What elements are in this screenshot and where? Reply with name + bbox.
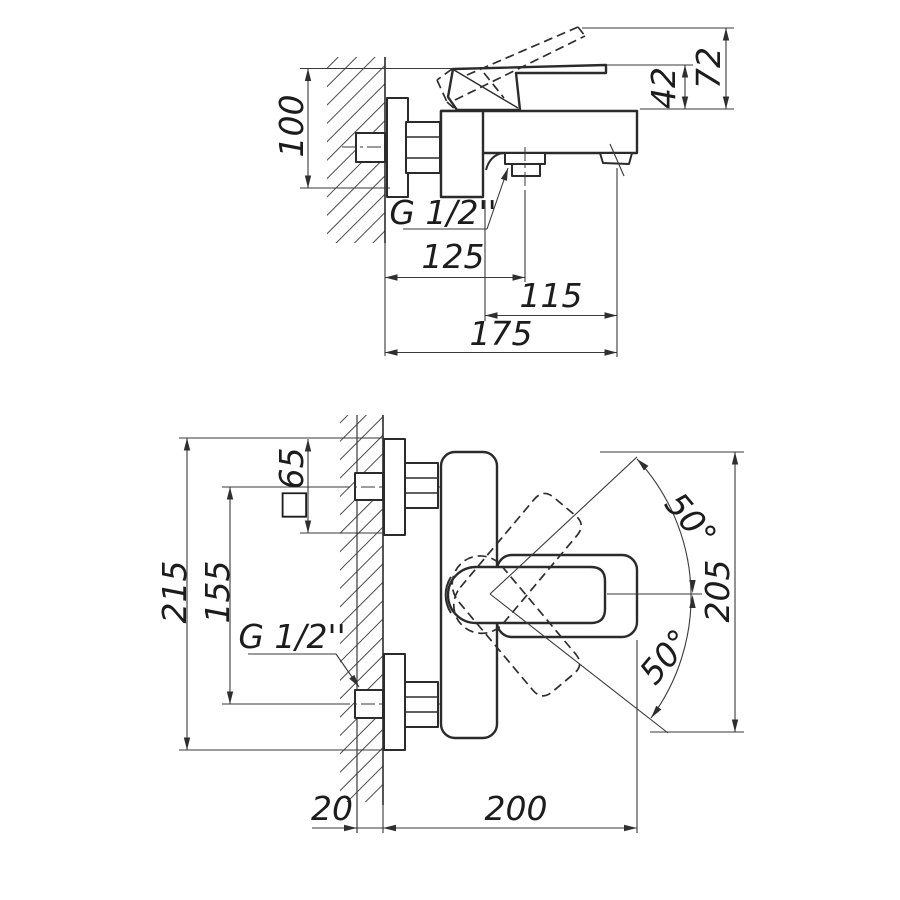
dim-label-72: 72: [689, 47, 728, 89]
shower-outlet-thread: [511, 163, 541, 177]
body-block: [439, 109, 485, 199]
thread-label-side: G 1/2'': [389, 193, 496, 232]
dim-label-175: 175: [470, 314, 533, 353]
lower-escutcheon: [383, 653, 406, 751]
faucet-side: [386, 26, 639, 199]
dim-label-65: □65: [272, 447, 311, 520]
handle-phantom-up: [452, 492, 583, 635]
dim-label-200: 200: [485, 789, 548, 828]
dim-label-125: 125: [422, 237, 485, 276]
faucet-front: [383, 438, 639, 751]
mounting-nut-side: [405, 121, 441, 174]
upper-mounting-nut: [404, 462, 439, 509]
thread-leader-front: [335, 653, 360, 688]
lever-raised-phantom: [436, 26, 586, 111]
front-view: 50° 50° 215 155 □65 G 1/2'' 205: [155, 415, 744, 833]
dim-label-115: 115: [520, 276, 583, 315]
dim-label-100: 100: [272, 95, 311, 158]
dimensions-front: 215 155 □65 G 1/2'' 205 20 200: [155, 437, 744, 833]
body-fillet: [485, 152, 504, 171]
lever-handle-side: [446, 63, 608, 112]
dim-label-42: 42: [644, 67, 683, 109]
aerator-tick: [609, 143, 625, 177]
angle-label-upper: 50°: [657, 485, 724, 555]
swing-arc: [636, 458, 692, 719]
escutcheon-side: [386, 97, 409, 198]
handle-phantom-down: [451, 555, 581, 697]
angle-label-lower: 50°: [631, 622, 698, 692]
thread-label-front: G 1/2'': [238, 617, 345, 656]
dimensions-side: 100 42 72 G 1/2'' 125 115 175: [272, 27, 734, 357]
thread-leader-side: [486, 167, 509, 230]
lower-mounting-nut: [404, 681, 439, 728]
dim-label-155: 155: [198, 561, 237, 624]
dim-label-20: 20: [311, 789, 353, 828]
dim-label-215: 215: [155, 561, 194, 624]
wall-section-side: [327, 57, 450, 356]
dim-label-205: 205: [698, 560, 737, 623]
handle-knob-arc: [444, 576, 452, 614]
side-view: 100 42 72 G 1/2'' 125 115 175: [272, 26, 734, 357]
handle-crease: [453, 69, 519, 109]
upper-escutcheon: [383, 438, 406, 536]
